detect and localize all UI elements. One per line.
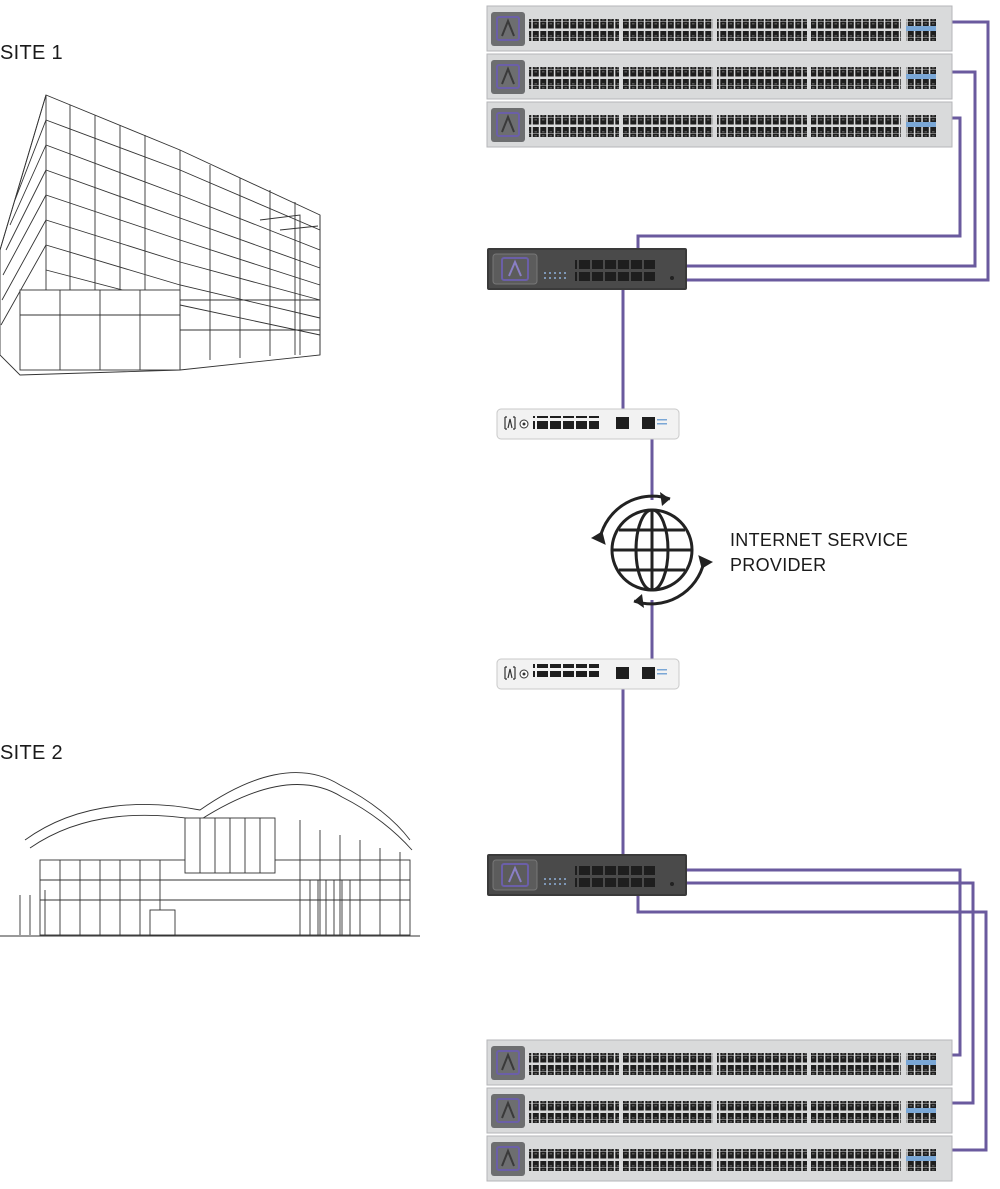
isp-label-line1: INTERNET SERVICE: [730, 530, 909, 550]
a-logo-icon: [501, 1100, 515, 1119]
isp-label-line2: PROVIDER: [730, 555, 827, 575]
site1-switch-3: [486, 101, 953, 148]
a-logo-icon: [501, 66, 515, 85]
site2-label: SITE 2: [0, 742, 63, 764]
gateway-site2: [496, 658, 680, 690]
cables: [621, 20, 990, 1152]
site2-switch-1: [486, 1039, 953, 1086]
isp-label: INTERNET SERVICE PROVIDER: [730, 528, 908, 578]
site1-switch-1: [486, 5, 953, 52]
site2-switch-stack: [486, 1039, 953, 1182]
a-logo-icon: [501, 1052, 515, 1071]
cable-site2-sw2: [655, 881, 975, 1105]
site1-label: SITE 1: [0, 42, 63, 64]
cable-site1-sw2: [655, 70, 977, 268]
a-logo-icon: [508, 259, 522, 277]
site1-switch-2: [486, 53, 953, 100]
globe-sync-icon: [590, 492, 714, 608]
office-building-icon: [0, 94, 321, 376]
site2-switch-3: [486, 1135, 953, 1182]
a-logo-icon: [501, 114, 515, 133]
cable-site1-sw3: [636, 116, 962, 260]
a-logo-icon: [501, 18, 515, 37]
a-logo-icon: [504, 666, 516, 680]
aggregation-switch-site2: [487, 854, 687, 896]
a-logo-icon: [508, 865, 522, 883]
a-logo-icon: [504, 416, 516, 430]
site1-switch-stack: [486, 5, 953, 148]
curved-roof-building-icon: [0, 772, 420, 937]
cable-site1-sw1: [655, 20, 990, 282]
gateway-site1: [496, 408, 680, 440]
a-logo-icon: [501, 1148, 515, 1167]
cable-site2-sw1: [655, 868, 962, 1057]
site2-switch-2: [486, 1087, 953, 1134]
cable-site2-sw3: [636, 888, 988, 1152]
aggregation-switch-site1: [487, 248, 687, 290]
